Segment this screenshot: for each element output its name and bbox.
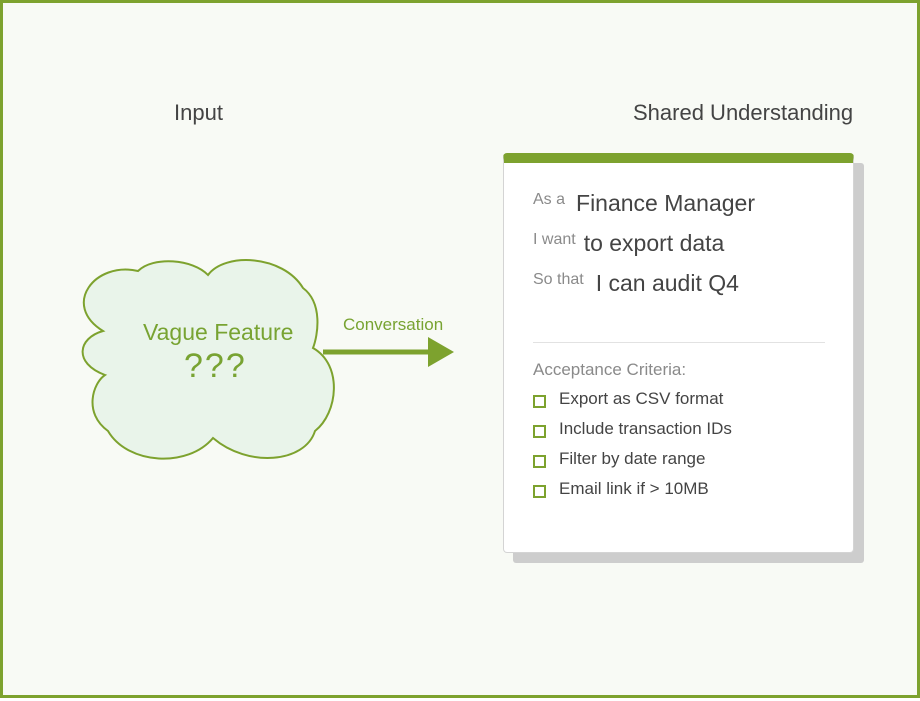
criterion-item: Email link if > 10MB — [533, 479, 732, 509]
arrow-label: Conversation — [343, 315, 444, 334]
checkbox-icon — [533, 425, 546, 438]
criterion-item: Export as CSV format — [533, 389, 732, 419]
story-key: So that — [533, 271, 584, 288]
criterion-item: Include transaction IDs — [533, 419, 732, 449]
acceptance-criteria-list: Export as CSV format Include transaction… — [533, 389, 732, 509]
story-value: I can audit Q4 — [595, 270, 739, 296]
story-row-role: As a Finance Manager — [533, 190, 755, 217]
criterion-item: Filter by date range — [533, 449, 732, 479]
story-key: As a — [533, 191, 566, 208]
story-key: I want — [533, 231, 576, 248]
acceptance-criteria-heading: Acceptance Criteria: — [533, 360, 687, 379]
story-value: to export data — [583, 230, 725, 256]
criterion-text: Export as CSV format — [559, 389, 724, 408]
shared-understanding-heading: Shared Understanding — [633, 100, 854, 125]
card-divider — [533, 342, 825, 343]
checkbox-icon — [533, 395, 546, 408]
conversation-arrow — [323, 337, 454, 367]
input-heading: Input — [174, 100, 223, 125]
checkbox-icon — [533, 485, 546, 498]
cloud-question-marks: ??? — [184, 347, 247, 385]
vague-feature-cloud — [81, 259, 335, 460]
story-row-benefit: So that I can audit Q4 — [533, 270, 739, 297]
checkbox-icon — [533, 455, 546, 468]
user-story-card: As a Finance Manager I want to export data… — [503, 153, 854, 553]
cloud-title: Vague Feature — [143, 319, 294, 345]
story-row-goal: I want to export data — [533, 230, 724, 257]
criterion-text: Filter by date range — [559, 449, 706, 468]
story-value: Finance Manager — [576, 190, 756, 216]
criterion-text: Include transaction IDs — [559, 419, 732, 438]
diagram-graphics — [81, 259, 454, 460]
criterion-text: Email link if > 10MB — [559, 479, 709, 498]
